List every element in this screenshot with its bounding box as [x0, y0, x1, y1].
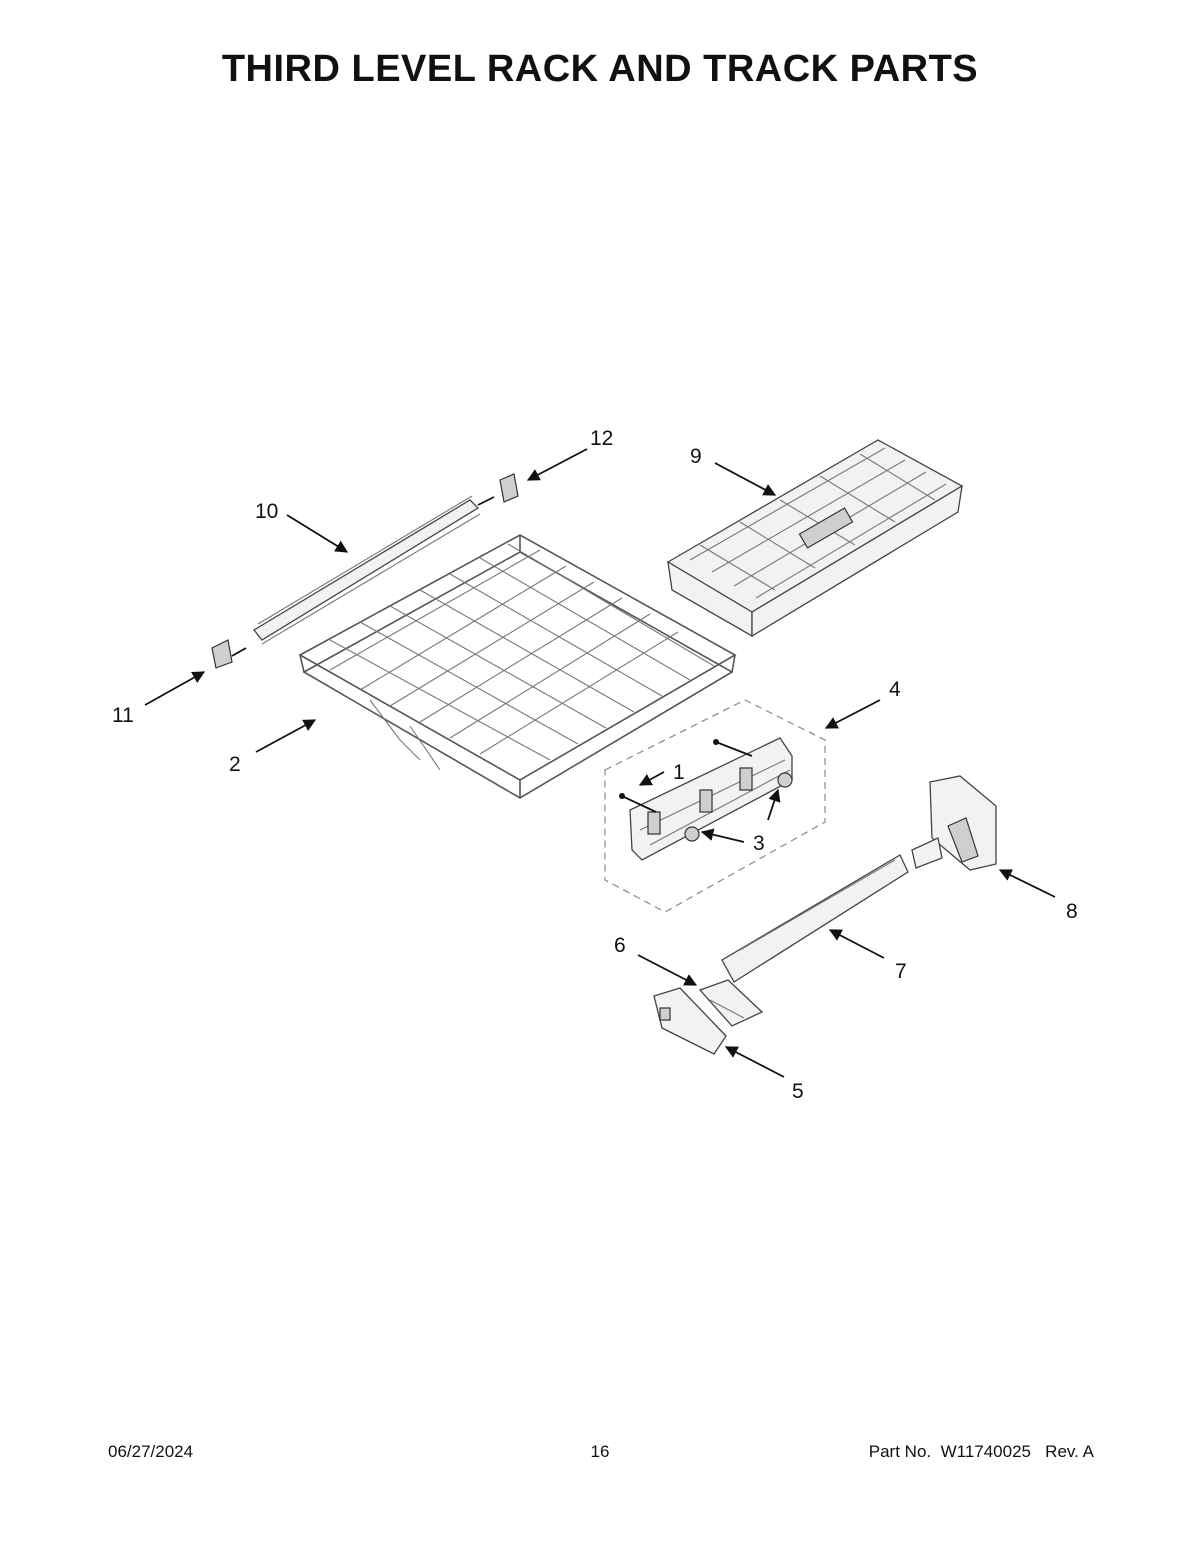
part-3-wheels — [684, 772, 793, 842]
part-10-track-rail — [253, 495, 481, 645]
page-title: THIRD LEVEL RACK AND TRACK PARTS — [221, 48, 979, 90]
callout-6: 6 — [614, 934, 626, 957]
callout-9: 9 — [690, 445, 702, 468]
leader-6 — [637, 954, 698, 986]
leader-8 — [998, 869, 1056, 898]
part-4-rack-adjuster — [629, 737, 793, 861]
part-11-track-stop — [211, 639, 247, 669]
callout-2: 2 — [229, 753, 241, 776]
part-9-cutlery-tray — [666, 439, 964, 638]
callout-leaders — [144, 448, 1056, 1078]
part-6-clip — [698, 979, 764, 1027]
leader-4 — [824, 699, 881, 729]
leader-5 — [724, 1046, 785, 1078]
callout-5: 5 — [792, 1080, 804, 1103]
part-7-spray-tube — [721, 854, 909, 983]
callout-8: 8 — [1066, 900, 1078, 923]
callout-12: 12 — [590, 427, 613, 450]
callout-labels: 12 9 10 11 2 4 1 3 8 7 6 5 — [112, 427, 1078, 1103]
footer-date: 06/27/2024 — [108, 1442, 194, 1461]
leader-11 — [144, 671, 206, 706]
assembly-4-boundary — [604, 699, 826, 913]
callout-1: 1 — [673, 761, 685, 784]
leader-3a — [700, 828, 745, 843]
callout-3: 3 — [753, 832, 765, 855]
callout-10: 10 — [255, 500, 278, 523]
leader-3b — [767, 788, 781, 821]
leader-2 — [255, 719, 317, 753]
part-1-screws — [619, 739, 753, 813]
footer-page-number: 16 — [590, 1442, 610, 1461]
leader-7 — [828, 929, 885, 959]
leader-1 — [638, 771, 665, 786]
part-8-manifold-housing — [911, 775, 997, 871]
footer-part-info: Part No. W11740025 Rev. A — [869, 1442, 1094, 1462]
footer-revision: Rev. A — [1045, 1442, 1094, 1461]
part-5-bracket — [653, 987, 727, 1055]
footer-part-number: W11740025 — [940, 1442, 1031, 1461]
callout-11: 11 — [112, 704, 134, 727]
part-2-wire-rack — [298, 534, 737, 799]
leader-12 — [526, 448, 588, 481]
part-12-track-end-cap — [477, 473, 519, 506]
leader-10 — [286, 514, 349, 553]
callout-7: 7 — [895, 960, 907, 983]
callout-4: 4 — [889, 678, 901, 701]
footer-part-label: Part No. — [868, 1442, 932, 1461]
leader-9 — [714, 462, 777, 496]
